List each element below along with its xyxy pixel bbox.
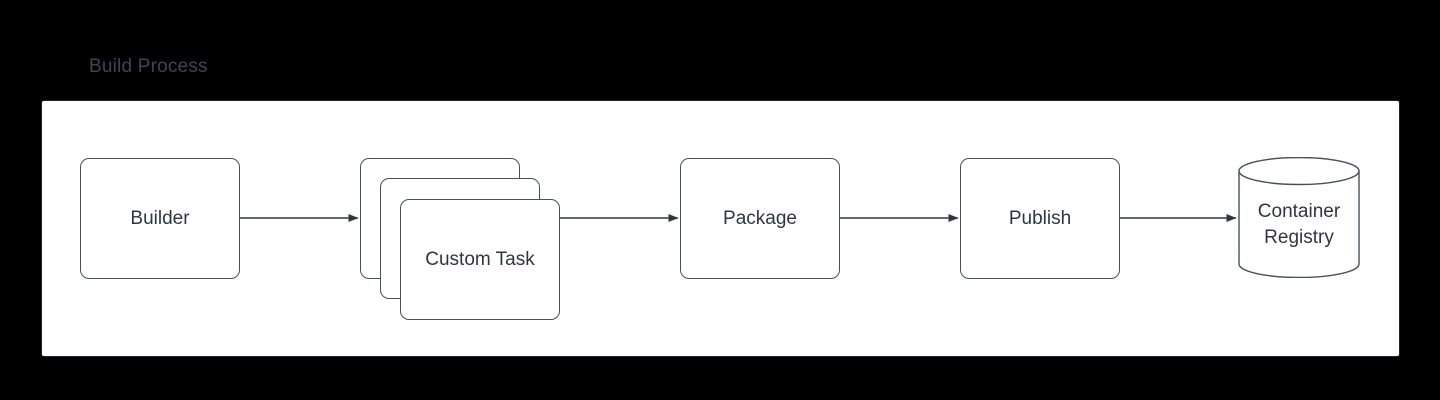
node-custom-task-card-front[interactable]: Custom Task <box>400 199 560 320</box>
node-container-registry[interactable]: Container Registry <box>1238 157 1360 278</box>
node-package[interactable]: Package <box>680 158 840 279</box>
node-custom-task-label: Custom Task <box>425 248 535 270</box>
node-package-label: Package <box>723 207 797 229</box>
diagram-title: Build Process <box>89 56 208 77</box>
node-builder-label: Builder <box>130 207 190 229</box>
cylinder-icon <box>1238 157 1360 278</box>
node-publish[interactable]: Publish <box>960 158 1120 279</box>
node-builder[interactable]: Builder <box>80 158 240 279</box>
node-publish-label: Publish <box>1008 207 1072 229</box>
